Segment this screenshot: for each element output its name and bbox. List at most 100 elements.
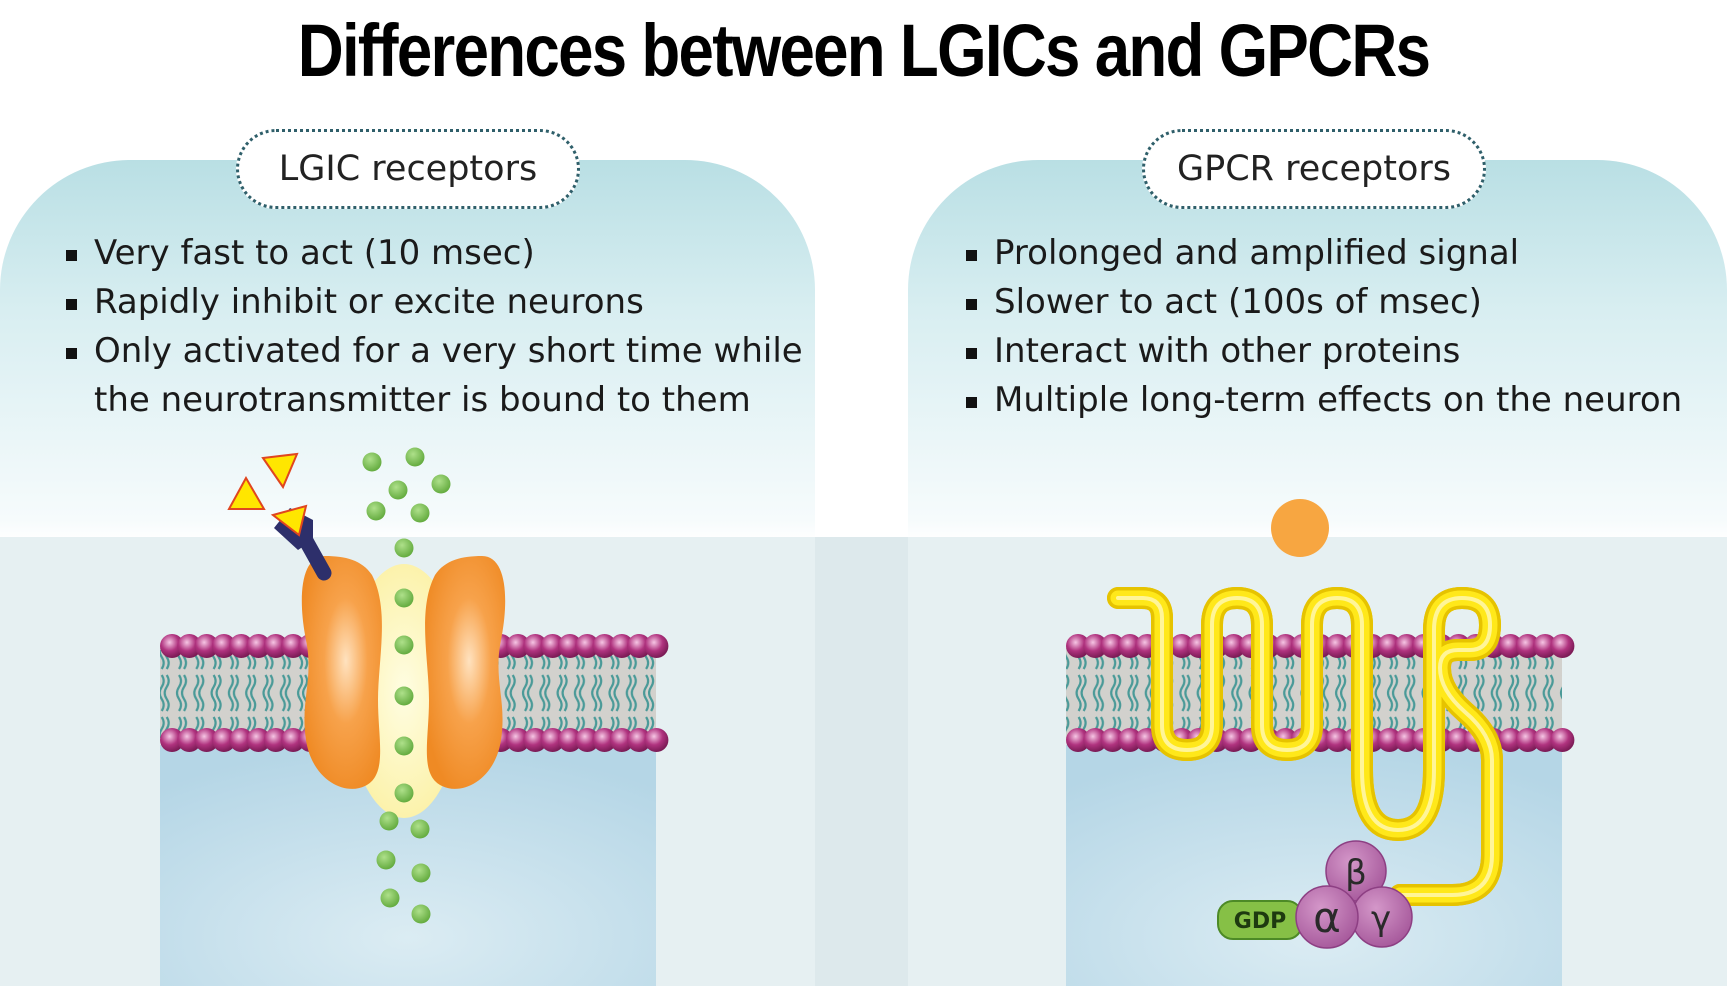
lipid-head — [557, 728, 582, 752]
lipid-head — [1221, 728, 1246, 752]
lipid-head — [281, 634, 306, 658]
lgic-bullet: Very fast to act (10 msec) — [66, 229, 826, 278]
drug-triangle — [227, 475, 266, 510]
lipid-head — [1117, 728, 1142, 752]
gpcr-bullet: Prolonged and amplified signal — [966, 229, 1726, 278]
lipid-head — [627, 728, 652, 752]
lipid-head — [1066, 728, 1090, 752]
lipid-head — [246, 728, 271, 752]
neurotransmitter-dot — [380, 888, 400, 908]
lipid-head — [177, 634, 202, 658]
lipid-head — [523, 634, 548, 658]
neurotransmitter-dot — [394, 538, 414, 558]
gpcr-bullet: Interact with other proteins — [966, 327, 1726, 376]
lipid-head — [1394, 634, 1419, 658]
lipid-head — [1325, 634, 1350, 658]
neurotransmitter-dot — [394, 588, 414, 608]
bullet-square-icon — [966, 348, 977, 359]
channel-subunit-left — [301, 556, 382, 789]
lipid-head — [506, 728, 530, 752]
lipid-head — [644, 728, 669, 752]
lgic-bullet: Only activated for a very short time whi… — [66, 327, 814, 425]
gpcr-heading: GPCR receptors — [1142, 129, 1486, 209]
lipid-head — [1100, 634, 1125, 658]
lipid-head — [575, 728, 600, 752]
lipid-head — [644, 634, 669, 658]
lipid-head — [263, 634, 288, 658]
lipid-head — [540, 728, 565, 752]
bullet-square-icon — [966, 250, 977, 261]
lgic-heading: LGIC receptors — [236, 129, 580, 209]
beta-label: β — [1345, 853, 1367, 893]
g-protein-alpha — [1295, 885, 1359, 949]
lgic-membrane-diagram — [160, 447, 669, 986]
lipid-head — [1498, 728, 1523, 752]
lipid-head — [1394, 728, 1419, 752]
gpcr-membrane-diagram: β γ α GDP — [1066, 499, 1575, 986]
gdp-label: GDP — [1234, 909, 1286, 934]
lipid-head — [1117, 634, 1142, 658]
lipid-head — [1221, 634, 1246, 658]
lipid-head — [1325, 728, 1350, 752]
lipid-head — [1498, 634, 1523, 658]
lipid-head — [246, 634, 271, 658]
bullet-square-icon — [66, 348, 77, 359]
neurotransmitter-dot — [362, 452, 382, 472]
lipid-heads-bottom — [160, 728, 669, 752]
neurotransmitter-dots — [362, 447, 451, 924]
gpcr-bullet: Multiple long-term effects on the neuron — [966, 376, 1726, 425]
lipid-head — [1377, 634, 1402, 658]
gpcr-bullet-list: Prolonged and amplified signal Slower to… — [966, 229, 1726, 425]
lipid-head — [506, 634, 530, 658]
lipid-head — [1083, 728, 1108, 752]
lipid-head — [229, 728, 254, 752]
neurotransmitter-dot — [405, 447, 425, 467]
neurotransmitter-dot — [410, 503, 430, 523]
lipid-head — [1083, 634, 1108, 658]
neurotransmitter-dot — [388, 480, 408, 500]
alpha-label: α — [1313, 893, 1341, 942]
neurotransmitter-dot — [394, 686, 414, 706]
neurotransmitter-dot — [394, 736, 414, 756]
lipid-head — [194, 728, 219, 752]
lipid-head — [1533, 728, 1558, 752]
lipid-head — [1533, 634, 1558, 658]
neurotransmitter-dot — [410, 819, 430, 839]
lipid-head — [229, 634, 254, 658]
neurotransmitter-dot — [366, 501, 386, 521]
lipid-head — [575, 634, 600, 658]
neurotransmitter-dot — [411, 863, 431, 883]
lipid-head — [1273, 634, 1298, 658]
bullet-square-icon — [966, 397, 977, 408]
lipid-head — [609, 634, 634, 658]
lipid-head — [540, 634, 565, 658]
drug-triangle — [261, 452, 299, 490]
lipid-head — [211, 728, 236, 752]
drug-triangle — [270, 504, 308, 537]
neurotransmitter-dot — [394, 635, 414, 655]
lipid-head — [1550, 728, 1575, 752]
lipid-head — [1515, 634, 1540, 658]
channel-subunit-right — [425, 556, 506, 789]
lipid-head — [1066, 634, 1090, 658]
neurotransmitter-dot — [411, 904, 431, 924]
lipid-head — [592, 728, 617, 752]
lipid-head — [263, 728, 288, 752]
lipid-head — [609, 728, 634, 752]
neurotransmitter-dot — [431, 474, 451, 494]
lipid-head — [1377, 728, 1402, 752]
neurotransmitter-dot — [376, 850, 396, 870]
gpcr-ligand — [1271, 499, 1329, 557]
lipid-head — [1550, 634, 1575, 658]
lipid-head — [177, 728, 202, 752]
lipid-head — [1446, 728, 1471, 752]
lipid-head — [523, 728, 548, 752]
lipid-head — [592, 634, 617, 658]
bullet-square-icon — [66, 250, 77, 261]
lipid-head — [557, 634, 582, 658]
lipid-head — [281, 728, 306, 752]
lipid-head — [160, 728, 184, 752]
lipid-head — [211, 634, 236, 658]
bullet-square-icon — [966, 299, 977, 310]
gpcr-chain-highlight — [1116, 596, 1494, 897]
